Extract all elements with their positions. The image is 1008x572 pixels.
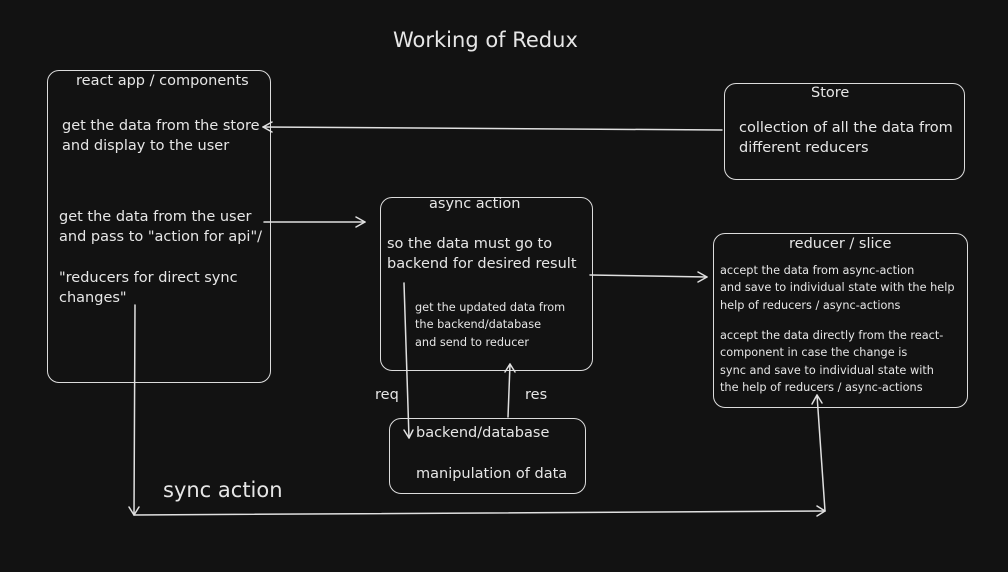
req-label: req — [375, 387, 399, 403]
arrow-react-app-to-async-action-head — [355, 216, 366, 228]
async-action-text-backend: so the data must go to backend for desir… — [387, 236, 577, 272]
backend-database-box — [389, 418, 586, 494]
arrow-sync-action-up — [816, 394, 826, 512]
arrow-store-to-react-app — [262, 126, 723, 131]
arrow-res-to-async-action — [507, 363, 511, 418]
react-app-text-display: get the data from the store and display … — [62, 118, 260, 154]
sync-action-label: sync action — [163, 478, 283, 502]
arrow-async-action-to-reducer — [589, 274, 708, 278]
async-action-text-reducer: get the updated data from the backend/da… — [415, 301, 566, 349]
react-app-text-sync: "reducers for direct sync changes" — [59, 270, 238, 306]
store-text: collection of all the data from differen… — [739, 120, 953, 156]
react-app-heading: react app / components — [76, 73, 249, 89]
res-label: res — [525, 387, 548, 403]
arrow-async-action-to-reducer-head — [697, 271, 708, 283]
store-box — [724, 83, 965, 180]
arrow-req-to-backend-head — [403, 429, 414, 439]
backend-database-text: manipulation of data — [416, 466, 568, 482]
react-app-text-pass: get the data from the user and pass to "… — [59, 209, 262, 245]
arrow-store-to-react-app-head — [262, 121, 273, 133]
reducer-slice-heading: reducer / slice — [789, 236, 892, 252]
reducer-slice-text-async: accept the data from async-action and sa… — [720, 264, 955, 312]
async-action-box — [380, 197, 593, 371]
store-heading: Store — [811, 85, 850, 101]
backend-database-heading: backend/database — [416, 425, 550, 441]
diagram-title: Working of Redux — [393, 28, 578, 52]
arrow-sync-action-up-head — [811, 394, 823, 405]
arrow-sync-action-down — [133, 304, 136, 516]
arrow-sync-action-across — [133, 510, 826, 516]
arrow-res-to-async-action-head — [504, 363, 516, 373]
reducer-slice-box — [713, 233, 968, 408]
reducer-slice-text-sync: accept the data directly from the react-… — [720, 329, 944, 395]
async-action-heading: async action — [429, 196, 521, 212]
arrow-req-to-backend — [403, 282, 410, 439]
react-app-box — [47, 70, 271, 383]
